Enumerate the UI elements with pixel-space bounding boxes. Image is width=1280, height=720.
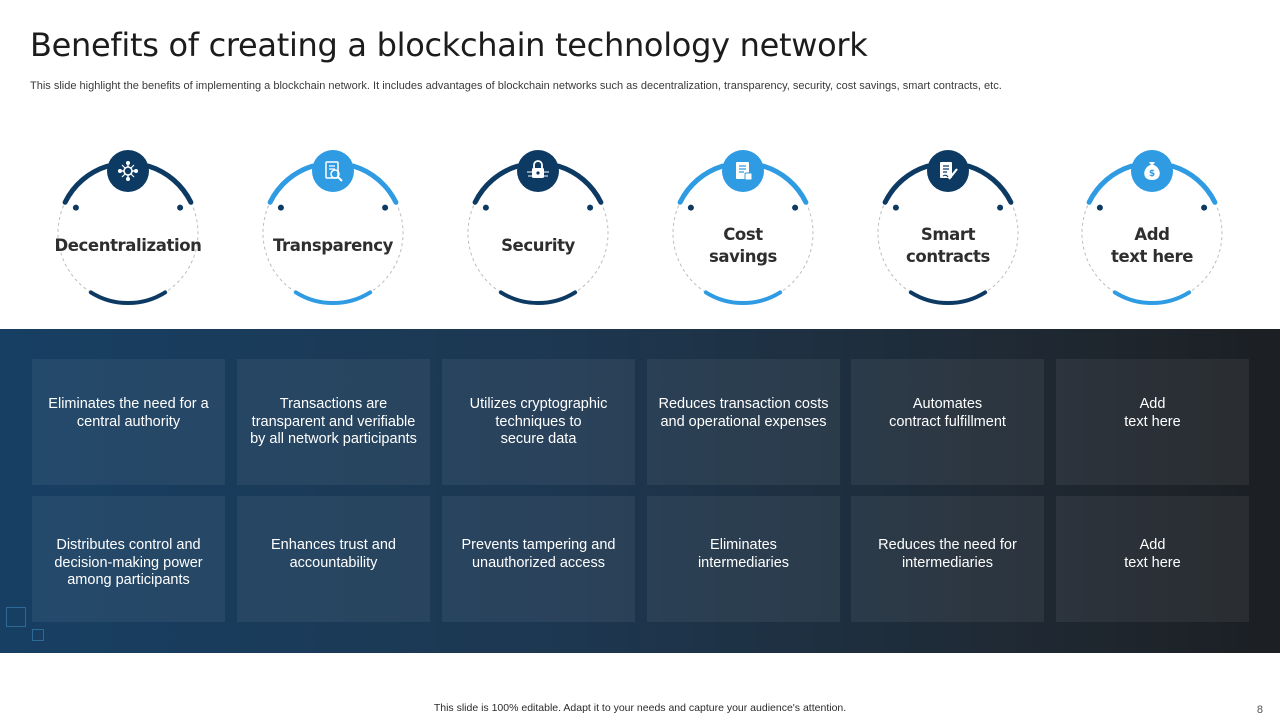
benefit-ring (672, 150, 814, 306)
slide-title: Benefits of creating a blockchain techno… (30, 26, 868, 64)
benefit-label: Decentralization (54, 236, 202, 255)
benefit-circle-3: Security (458, 140, 618, 320)
benefit-circle-1: Decentralization (48, 140, 208, 320)
benefit-label: Add text here (1110, 225, 1194, 266)
svg-text:$: $ (1149, 169, 1155, 179)
benefit-ring (877, 150, 1019, 306)
benefit-label: Smart contracts (906, 225, 990, 266)
benefit-detail-card: Distributes control and decision-making … (32, 496, 225, 622)
page-number: 8 (1256, 704, 1263, 716)
benefit-detail-card: Add text here (1056, 496, 1249, 622)
benefit-detail-card: Eliminates intermediaries (647, 496, 840, 622)
benefit-circle-5: Smart contracts (868, 140, 1028, 320)
document-magnifier-icon (325, 161, 343, 182)
benefit-circles: Decentralization Transparency Security (0, 140, 1280, 320)
network-hub-icon (118, 161, 138, 181)
decorative-square-small (32, 629, 44, 641)
benefit-label: Transparency (272, 236, 394, 255)
benefit-label: Security (501, 236, 575, 255)
invoice-icon (736, 162, 753, 181)
benefit-detail-card: Reduces transaction costs and operationa… (647, 359, 840, 485)
benefit-detail-card: Enhances trust and accountability (237, 496, 430, 622)
benefit-detail-card: Prevents tampering and unauthorized acce… (442, 496, 635, 622)
benefit-circle-2: Transparency (253, 140, 413, 320)
benefit-detail-card: Transactions are transparent and verifia… (237, 359, 430, 485)
decorative-square-large (6, 607, 26, 627)
benefit-ring (57, 150, 199, 306)
benefit-details-panel: Eliminates the need for a central author… (0, 329, 1280, 653)
contract-pen-icon (940, 162, 958, 180)
benefit-detail-card: Automates contract fulfillment (851, 359, 1044, 485)
benefit-circle-6: $ Add text here (1072, 140, 1232, 320)
money-bag-icon: $ (1144, 162, 1160, 180)
slide-subtitle: This slide highlight the benefits of imp… (30, 80, 1002, 92)
padlock-circuit-icon (527, 160, 549, 178)
benefit-ring: $ (1081, 150, 1223, 306)
benefit-detail-card: Add text here (1056, 359, 1249, 485)
benefit-detail-card: Eliminates the need for a central author… (32, 359, 225, 485)
benefit-label: Cost savings (709, 225, 777, 266)
benefit-circle-4: Cost savings (663, 140, 823, 320)
benefit-detail-card: Utilizes cryptographic techniques to sec… (442, 359, 635, 485)
benefit-ring (467, 150, 609, 306)
benefit-ring (262, 150, 404, 306)
footer-note: This slide is 100% editable. Adapt it to… (433, 702, 847, 714)
benefit-detail-card: Reduces the need for intermediaries (851, 496, 1044, 622)
